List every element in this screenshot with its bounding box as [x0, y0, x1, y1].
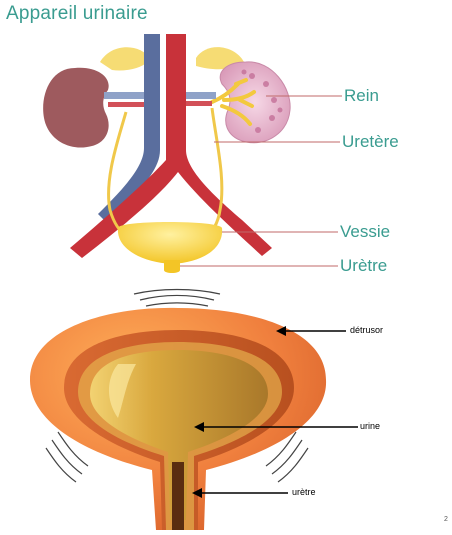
- urinary-system-illustration: [43, 34, 342, 273]
- label-vessie: Vessie: [340, 222, 390, 242]
- label-uretre-section: urètre: [292, 487, 316, 497]
- right-renal-vein: [186, 92, 216, 99]
- right-ureter: [206, 108, 222, 238]
- bladder: [118, 222, 222, 264]
- label-uretre: Urètre: [340, 256, 387, 276]
- right-renal-artery: [186, 101, 212, 106]
- label-uretere: Uretère: [342, 132, 399, 152]
- label-detrusor: détrusor: [350, 325, 383, 335]
- left-renal-vein: [104, 92, 148, 99]
- arrow-uretre: [192, 488, 288, 498]
- left-renal-artery: [108, 102, 148, 107]
- label-urine: urine: [360, 421, 380, 431]
- urethra: [164, 260, 180, 273]
- urethra-channel: [172, 462, 184, 530]
- label-rein: Rein: [344, 86, 379, 106]
- page-number: 2: [444, 516, 448, 523]
- left-kidney: [43, 68, 109, 148]
- left-adrenal-gland: [100, 47, 150, 70]
